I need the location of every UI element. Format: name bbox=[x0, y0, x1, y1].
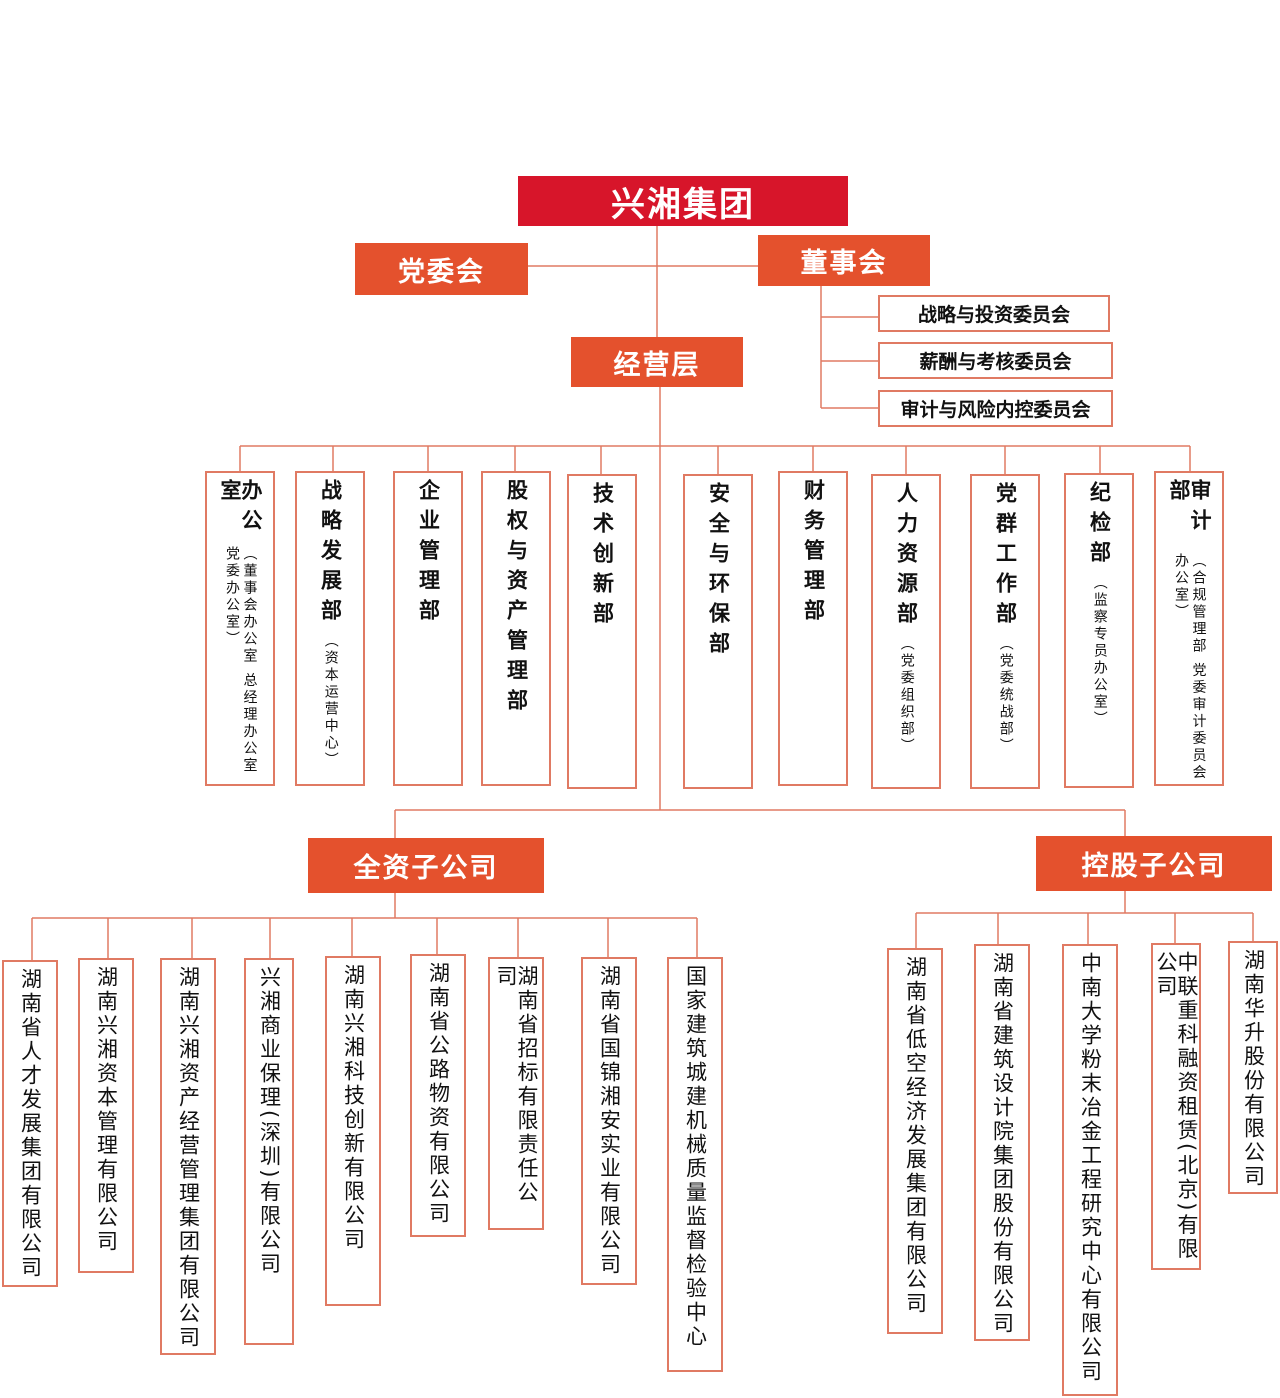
subsidiary-name: 湖南兴湘科技创新有限公司 bbox=[341, 964, 366, 1252]
department-name: 安全与环保部 bbox=[706, 482, 731, 662]
group-title: 兴湘集团 bbox=[518, 176, 848, 226]
department-name: 技术创新部 bbox=[590, 482, 615, 632]
department-note: （合规管理部 党委审计委员会办公室） bbox=[1173, 553, 1207, 782]
department-box: 纪检部 （监察专员办公室） bbox=[1064, 473, 1134, 788]
department-name: 战略发展部 bbox=[318, 479, 343, 629]
subsidiary-name: 中南大学粉末冶金工程研究中心有限公司 bbox=[1078, 952, 1103, 1384]
subsidiary-name: 中联重科融资租赁(北京)有限公司 bbox=[1154, 951, 1199, 1262]
subsidiary-name: 湖南省建筑设计院集团股份有限公司 bbox=[990, 952, 1015, 1336]
subsidiary-box: 兴湘商业保理(深圳)有限公司 bbox=[244, 958, 294, 1345]
department-name: 企业管理部 bbox=[416, 479, 441, 629]
subsidiary-box: 湖南省人才发展集团有限公司 bbox=[2, 960, 58, 1287]
department-note: （资本运营中心） bbox=[322, 633, 339, 769]
department-box: 企业管理部 bbox=[393, 471, 463, 786]
subsidiary-box: 中南大学粉末冶金工程研究中心有限公司 bbox=[1062, 944, 1118, 1396]
compensation-committee: 薪酬与考核委员会 bbox=[878, 342, 1113, 379]
strategy-investment-committee: 战略与投资委员会 bbox=[878, 295, 1110, 332]
holding-header: 控股子公司 bbox=[1036, 836, 1272, 891]
subsidiary-name: 湖南省国锦湘安实业有限公司 bbox=[597, 965, 622, 1277]
subsidiary-box: 湖南省公路物资有限公司 bbox=[410, 954, 466, 1237]
department-box: 审计部 （合规管理部 党委审计委员会办公室） bbox=[1154, 471, 1224, 786]
subsidiary-box: 国家建筑城建机械质量监督检验中心 bbox=[667, 957, 723, 1372]
department-note: （监察专员办公室） bbox=[1091, 575, 1108, 728]
subsidiary-box: 湖南省国锦湘安实业有限公司 bbox=[581, 957, 637, 1285]
wholly-owned-header: 全资子公司 bbox=[308, 838, 544, 893]
department-box: 战略发展部 （资本运营中心） bbox=[295, 471, 365, 786]
department-box: 安全与环保部 bbox=[683, 474, 753, 789]
board-of-directors: 董事会 bbox=[758, 235, 930, 286]
department-box: 党群工作部 （党委统战部） bbox=[970, 474, 1040, 789]
department-name: 人力资源部 bbox=[894, 482, 919, 632]
subsidiary-box: 湖南华升股份有限公司 bbox=[1228, 941, 1278, 1194]
department-name: 党群工作部 bbox=[993, 482, 1018, 632]
party-committee: 党委会 bbox=[355, 243, 528, 295]
subsidiary-name: 湖南省低空经济发展集团有限公司 bbox=[903, 956, 928, 1316]
subsidiary-name: 湖南兴湘资产经营管理集团有限公司 bbox=[176, 966, 201, 1350]
subsidiary-box: 湖南省建筑设计院集团股份有限公司 bbox=[974, 944, 1030, 1341]
management-layer: 经营层 bbox=[571, 337, 743, 387]
department-name: 审计部 bbox=[1167, 479, 1212, 539]
subsidiary-box: 湖南省招标有限责任公司 bbox=[488, 957, 544, 1230]
department-name: 纪检部 bbox=[1087, 481, 1112, 571]
department-box: 技术创新部 bbox=[567, 474, 637, 789]
subsidiary-name: 兴湘商业保理(深圳)有限公司 bbox=[257, 966, 282, 1277]
subsidiary-box: 湖南兴湘科技创新有限公司 bbox=[325, 956, 381, 1306]
department-note: （董事会办公室 总经理办公室 党委办公室） bbox=[224, 546, 258, 775]
subsidiary-box: 中联重科融资租赁(北京)有限公司 bbox=[1151, 943, 1201, 1270]
department-note: （党委组织部） bbox=[898, 636, 915, 755]
subsidiary-name: 湖南华升股份有限公司 bbox=[1241, 949, 1266, 1189]
department-box: 人力资源部 （党委组织部） bbox=[871, 474, 941, 789]
department-name: 股权与资产管理部 bbox=[504, 479, 529, 719]
subsidiary-name: 湖南省人才发展集团有限公司 bbox=[18, 968, 43, 1280]
department-name: 财务管理部 bbox=[801, 479, 826, 629]
subsidiary-box: 湖南省低空经济发展集团有限公司 bbox=[887, 948, 943, 1334]
subsidiary-box: 湖南兴湘资产经营管理集团有限公司 bbox=[160, 958, 216, 1355]
subsidiary-name: 湖南兴湘资本管理有限公司 bbox=[94, 966, 119, 1254]
department-box: 办公室 （董事会办公室 总经理办公室 党委办公室） bbox=[205, 471, 275, 786]
subsidiary-name: 湖南省公路物资有限公司 bbox=[426, 962, 451, 1226]
department-name: 办公室 bbox=[218, 479, 263, 539]
subsidiary-name: 湖南省招标有限责任公司 bbox=[494, 965, 539, 1205]
subsidiary-name: 国家建筑城建机械质量监督检验中心 bbox=[683, 965, 708, 1349]
department-note: （党委统战部） bbox=[997, 636, 1014, 755]
audit-risk-committee: 审计与风险内控委员会 bbox=[878, 390, 1113, 427]
subsidiary-box: 湖南兴湘资本管理有限公司 bbox=[78, 958, 134, 1273]
department-box: 股权与资产管理部 bbox=[481, 471, 551, 786]
department-box: 财务管理部 bbox=[778, 471, 848, 786]
